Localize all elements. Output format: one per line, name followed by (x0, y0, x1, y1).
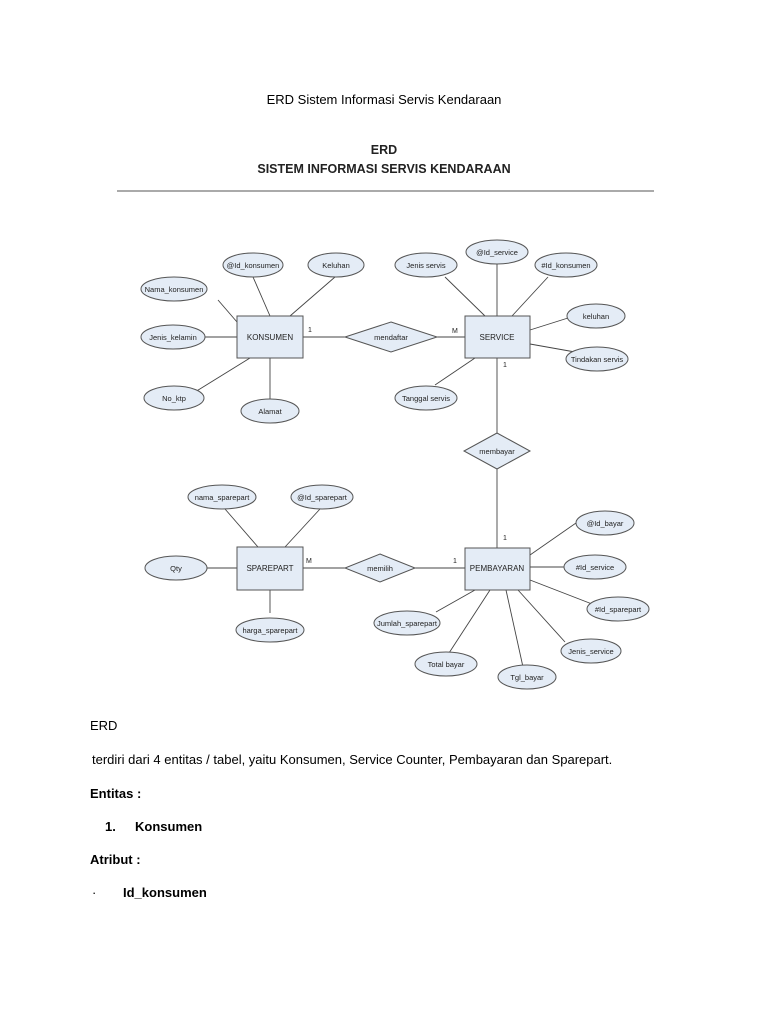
entity-konsumen-label: KONSUMEN (247, 333, 293, 342)
entity-konsumen: KONSUMEN (236, 315, 304, 359)
svg-text:Jumlah_sparepart: Jumlah_sparepart (377, 619, 438, 628)
attr-total-bayar: Total bayar (414, 651, 478, 677)
relationship-memilih-label: memilih (367, 564, 393, 573)
cardinality-pembayaran-bayar: 1 (503, 535, 507, 542)
atribut-label: Atribut : (90, 852, 141, 867)
attr-fk-service: #Id_service (563, 554, 627, 580)
bullet-item: · Id_konsumen (92, 885, 207, 900)
svg-text:Total bayar: Total bayar (428, 660, 465, 669)
erd-label: ERD (90, 718, 118, 733)
entity-service: SERVICE (464, 315, 531, 359)
entity-sparepart: SPAREPART (236, 546, 304, 591)
svg-text:Alamat: Alamat (258, 407, 282, 416)
svg-text:Tindakan servis: Tindakan servis (571, 355, 623, 364)
cardinality-service-bayar: 1 (503, 362, 507, 369)
attr-id-sparepart: @Id_sparepart (290, 484, 354, 510)
svg-text:Nama_konsumen: Nama_konsumen (145, 285, 204, 294)
bullet-icon: · (92, 885, 97, 900)
attr-nama-sparepart: nama_sparepart (187, 484, 257, 510)
svg-text:harga_sparepart: harga_sparepart (242, 626, 298, 635)
attr-jenis-kelamin: Jenis_kelamin (140, 324, 206, 350)
svg-text:@Id_konsumen: @Id_konsumen (227, 261, 280, 270)
diagram-heading-system: SISTEM INFORMASI SERVIS KENDARAAN (257, 162, 510, 176)
svg-text:Jenis_service: Jenis_service (568, 647, 613, 656)
bullet-item-text: Id_konsumen (123, 885, 207, 900)
svg-text:Jenis servis: Jenis servis (406, 261, 445, 270)
entitas-label: Entitas : (90, 786, 142, 801)
attr-jenis-service: Jenis_service (560, 638, 622, 664)
svg-text:@Id_service: @Id_service (476, 248, 518, 257)
cardinality-konsumen: 1 (308, 327, 312, 334)
attr-harga-sparepart: harga_sparepart (235, 617, 305, 643)
erd-diagram: ERD SISTEM INFORMASI SERVIS KENDARAAN (117, 143, 654, 690)
attr-alamat: Alamat (240, 398, 300, 424)
attr-fk-sparepart: #Id_sparepart (586, 596, 650, 622)
page-title: ERD Sistem Informasi Servis Kendaraan (266, 92, 502, 107)
relationship-mendaftar: mendaftar (343, 321, 439, 353)
attr-id-service: @Id_service (465, 239, 529, 265)
svg-text:keluhan: keluhan (583, 312, 609, 321)
diagram-heading-erd: ERD (371, 143, 397, 157)
svg-text:#Id_service: #Id_service (576, 563, 614, 572)
list-number: 1. (105, 819, 116, 834)
svg-text:@Id_sparepart: @Id_sparepart (297, 493, 348, 502)
attr-jenis-servis: Jenis servis (394, 252, 458, 278)
cardinality-service: M (452, 328, 458, 335)
entity-pembayaran-label: PEMBAYARAN (470, 564, 525, 573)
list-item: 1. Konsumen (105, 819, 202, 834)
relationship-mendaftar-label: mendaftar (374, 333, 408, 342)
relationship-membayar: membayar (462, 432, 532, 470)
svg-text:#Id_konsumen: #Id_konsumen (541, 261, 590, 270)
list-item-text: Konsumen (135, 819, 203, 834)
svg-text:Jenis_kelamin: Jenis_kelamin (149, 333, 197, 342)
relationship-membayar-label: membayar (479, 447, 515, 456)
attr-id-bayar: @Id_bayar (575, 510, 635, 536)
attr-id-konsumen: @Id_konsumen (222, 252, 284, 278)
svg-text:Tanggal servis: Tanggal servis (402, 394, 450, 403)
attr-keluhan-konsumen: Keluhan (307, 252, 365, 278)
attr-nama-konsumen: Nama_konsumen (140, 276, 208, 302)
cardinality-pembayaran-pilih: 1 (453, 558, 457, 565)
entity-sparepart-label: SPAREPART (246, 564, 293, 573)
erd-description: terdiri dari 4 entitas / tabel, yaitu Ko… (92, 752, 613, 767)
attr-tindakan-servis: Tindakan servis (565, 346, 629, 372)
svg-text:Qty: Qty (170, 564, 182, 573)
svg-text:No_ktp: No_ktp (162, 394, 186, 403)
connection-lines (194, 264, 593, 668)
cardinality-labels: 1 M 1 1 M 1 (306, 327, 507, 565)
svg-text:#Id_sparepart: #Id_sparepart (595, 605, 642, 614)
relationship-memilih: memilih (343, 553, 417, 583)
attr-tanggal-servis: Tanggal servis (394, 385, 458, 411)
attr-tgl-bayar: Tgl_bayar (497, 664, 557, 690)
svg-text:@Id_bayar: @Id_bayar (587, 519, 624, 528)
entity-service-label: SERVICE (480, 333, 515, 342)
svg-text:nama_sparepart: nama_sparepart (195, 493, 251, 502)
attr-jumlah-sparepart: Jumlah_sparepart (373, 610, 441, 636)
attr-no-ktp: No_ktp (143, 385, 205, 411)
entity-pembayaran: PEMBAYARAN (464, 547, 531, 591)
attr-fk-konsumen: #Id_konsumen (534, 252, 598, 278)
svg-text:Keluhan: Keluhan (322, 261, 350, 270)
attr-qty: Qty (144, 555, 208, 581)
cardinality-sparepart: M (306, 558, 312, 565)
attr-keluhan-service: keluhan (566, 303, 626, 329)
svg-text:Tgl_bayar: Tgl_bayar (510, 673, 544, 682)
